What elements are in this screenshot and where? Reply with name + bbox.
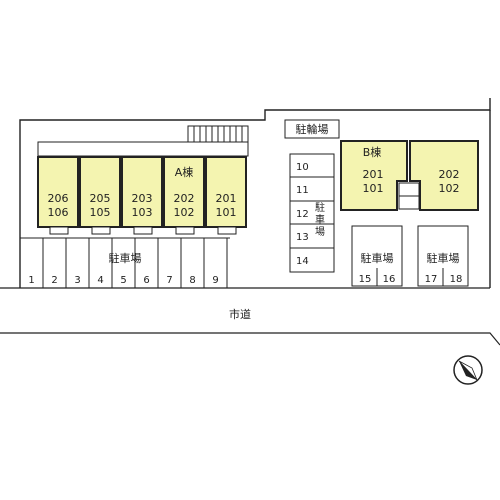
road-edge-bottom: [0, 332, 500, 346]
parking-space-8: 8: [189, 275, 195, 286]
parking-middle: 10 11 12 13 14 駐 車 場: [289, 153, 335, 273]
parking-b1: 駐車場 15 16: [351, 225, 403, 287]
parking-space-7: 7: [166, 275, 172, 286]
space-12: 12: [296, 209, 309, 220]
building-b-left: [340, 140, 408, 211]
parking-b2: 駐車場 17 18: [417, 225, 469, 287]
parking-space-3: 3: [74, 275, 80, 286]
unit-a-1-top: 206: [48, 192, 69, 205]
building-b: B棟 201 101 202 102: [340, 140, 479, 211]
unit-a-4-bottom: 102: [174, 206, 195, 219]
parking-space-6: 6: [143, 275, 149, 286]
stairs-a: [187, 125, 249, 143]
unit-a-4: A棟 202 102: [163, 156, 205, 228]
building-b-label: B棟: [363, 145, 382, 159]
unit-a-5-bottom: 101: [216, 206, 237, 219]
north-arrow-icon: [453, 355, 483, 385]
building-b-right: [409, 140, 479, 211]
building-a-label: A棟: [175, 165, 194, 179]
space-16: 16: [383, 274, 396, 285]
unit-a-2: 205 105: [79, 156, 121, 228]
parking-b1-label: 駐車場: [361, 251, 394, 265]
bicycle-parking: 駐輪場: [284, 119, 340, 139]
unit-a-3: 203 103: [121, 156, 163, 228]
space-17: 17: [425, 274, 438, 285]
unit-b-2-bottom: 102: [439, 182, 460, 195]
unit-a-5: 201 101: [205, 156, 247, 228]
space-14: 14: [296, 256, 309, 267]
parking-middle-label-1: 駐: [315, 201, 325, 214]
space-11: 11: [296, 185, 309, 196]
bicycle-parking-label: 駐輪場: [296, 122, 329, 136]
parking-left-numbers: 1 2 3 4 5 6 7 8 9: [28, 275, 218, 286]
parking-space-1: 1: [28, 275, 34, 286]
parking-left-dividers: [19, 238, 228, 288]
building-a-corridor: [37, 141, 249, 157]
parking-b2-label: 駐車場: [427, 251, 460, 265]
space-15: 15: [359, 274, 372, 285]
parking-middle-label-2: 車: [315, 213, 325, 226]
parking-space-9: 9: [212, 275, 218, 286]
space-13: 13: [296, 232, 309, 243]
parking-space-5: 5: [120, 275, 126, 286]
space-10: 10: [296, 162, 309, 173]
building-a: 206 106 205 105 203 103 A棟 202 102 201 1…: [37, 156, 247, 228]
building-a-balconies: [49, 226, 237, 235]
unit-a-3-top: 203: [132, 192, 153, 205]
parking-left-label: 駐車場: [109, 251, 142, 265]
space-18: 18: [450, 274, 463, 285]
unit-a-3-bottom: 103: [132, 206, 153, 219]
unit-a-1: 206 106: [37, 156, 79, 228]
unit-b-1-top: 201: [363, 168, 384, 181]
unit-a-5-top: 201: [216, 192, 237, 205]
property-boundary: [19, 98, 491, 288]
unit-b-2-top: 202: [439, 168, 460, 181]
unit-a-2-top: 205: [90, 192, 111, 205]
parking-space-4: 4: [97, 275, 103, 286]
parking-space-2: 2: [51, 275, 57, 286]
unit-a-4-top: 202: [174, 192, 195, 205]
unit-b-1-bottom: 101: [363, 182, 384, 195]
road-label: 市道: [229, 307, 251, 321]
unit-a-1-bottom: 106: [48, 206, 69, 219]
parking-left: 1 2 3 4 5 6 7 8 9 駐車場: [19, 237, 230, 288]
unit-a-2-bottom: 105: [90, 206, 111, 219]
parking-middle-label-3: 場: [315, 225, 325, 238]
